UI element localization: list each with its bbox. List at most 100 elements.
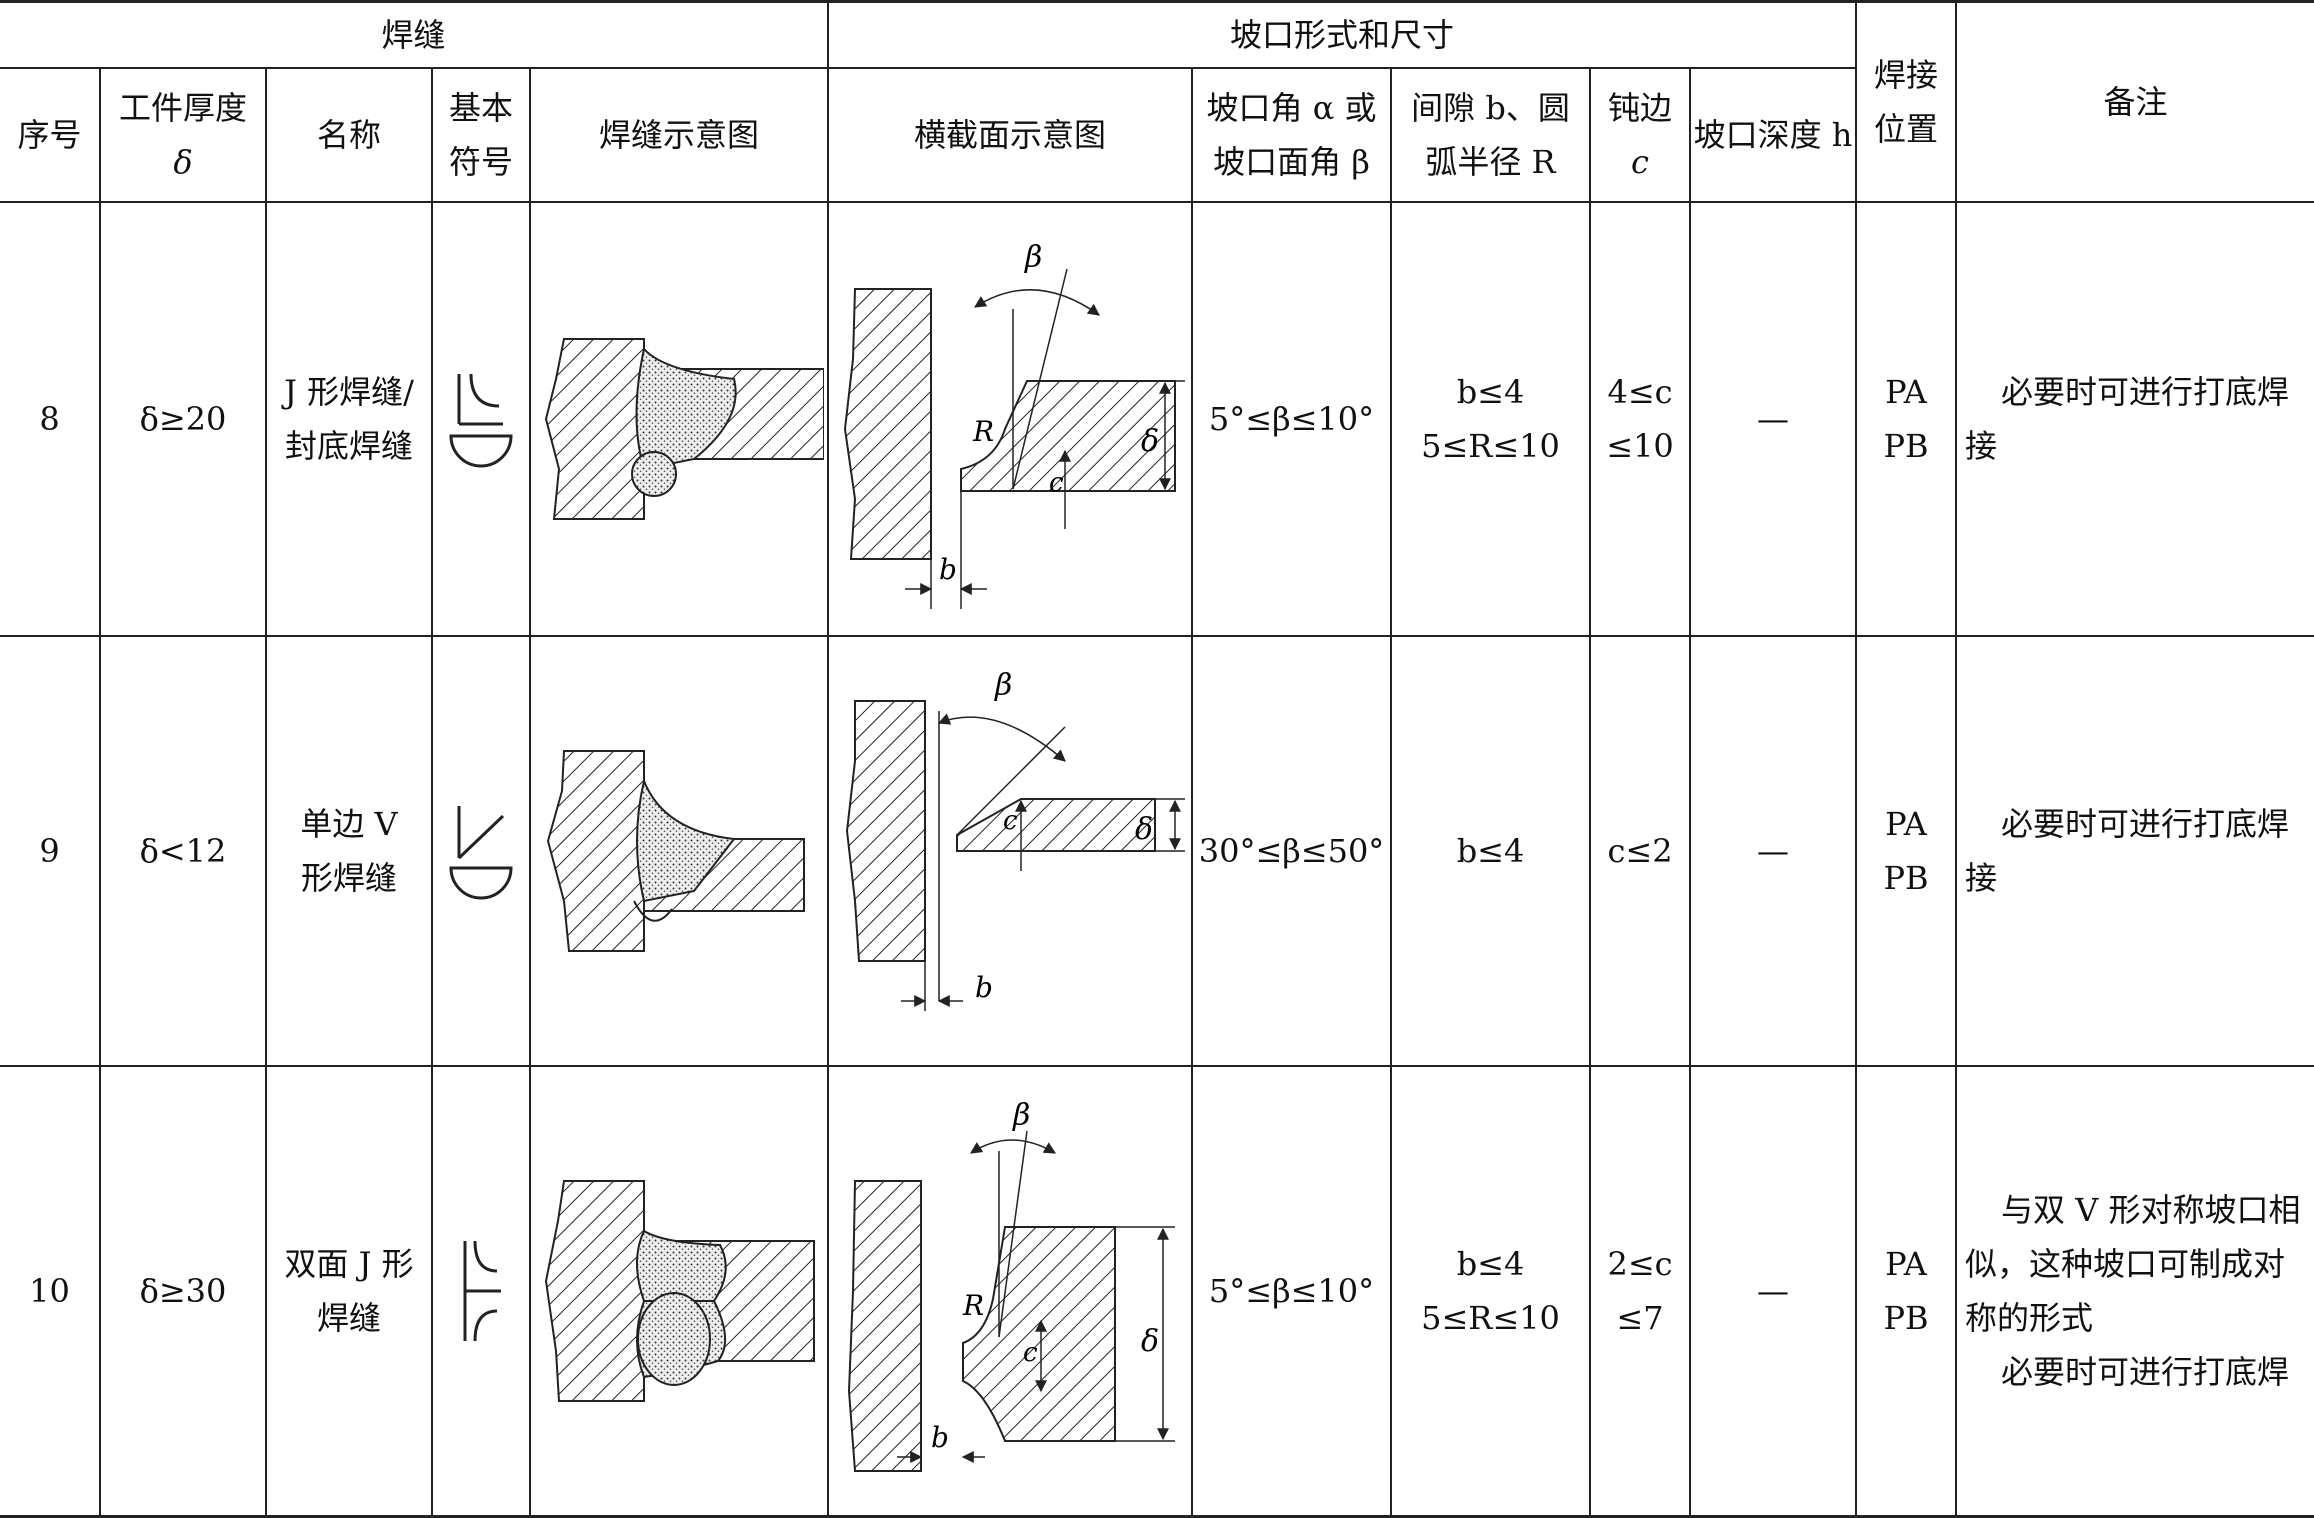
row-name-line2: 焊缝 bbox=[316, 1298, 381, 1337]
header-position-line2: 位置 bbox=[1874, 109, 1939, 148]
row-position: PA PB bbox=[1855, 1064, 1958, 1518]
header-column-row: 序号 工件厚度 δ 名称 基本 符号 焊缝示意图 横截面示意图 坡口角 α 或 … bbox=[0, 66, 2314, 203]
row-remark-line4-text: 必要时可进行打底焊 bbox=[2001, 1352, 2290, 1391]
header-gap: 间隙 b、圆 弧半径 R bbox=[1390, 66, 1592, 203]
row-position-line1: PA bbox=[1885, 1244, 1927, 1283]
row-thickness: δ<12 bbox=[99, 634, 267, 1067]
header-weld-group: 焊缝 bbox=[0, 0, 830, 69]
row-gap-line2: 5≤R≤10 bbox=[1421, 1298, 1560, 1337]
header-symbol-line1: 基本 bbox=[448, 88, 513, 127]
header-symbol: 基本 符号 bbox=[431, 66, 531, 203]
header-angle-line2: 坡口面角 β bbox=[1213, 142, 1370, 181]
label-c: c bbox=[1023, 1338, 1038, 1368]
label-beta: β bbox=[994, 668, 1012, 703]
header-thickness-line1: 工件厚度 bbox=[118, 88, 247, 127]
header-thickness: 工件厚度 δ bbox=[99, 66, 267, 203]
label-r: R bbox=[972, 415, 994, 448]
row-gap: b≤4 bbox=[1390, 634, 1592, 1067]
row-no: 9 bbox=[0, 634, 101, 1067]
header-thickness-line2: δ bbox=[173, 142, 193, 181]
label-delta: δ bbox=[1135, 812, 1153, 847]
header-angle-line1: 坡口角 α 或 bbox=[1206, 88, 1377, 127]
row-remark-line2: 似，这种坡口可制成对 bbox=[1965, 1244, 2286, 1283]
row-angle: 5°≤β≤10° bbox=[1191, 200, 1393, 637]
row-remark-line1-text: 必要时可进行打底焊 bbox=[2001, 804, 2290, 843]
header-root-line1: 钝边 bbox=[1608, 88, 1673, 127]
label-b: b bbox=[975, 971, 993, 1004]
row-remark-line1-text: 必要时可进行打底焊 bbox=[2001, 372, 2290, 411]
row-depth: — bbox=[1689, 200, 1858, 637]
row-remark-line3: 称的形式 bbox=[1965, 1298, 2094, 1337]
header-gap-line2: 弧半径 R bbox=[1425, 142, 1556, 181]
single-bevel-with-backing-weld-symbol-icon bbox=[449, 805, 513, 899]
j-groove-with-backing-weld-symbol-icon bbox=[449, 373, 513, 467]
weld-figure-j-groove bbox=[544, 337, 824, 520]
row-section-figure: β R δ c b bbox=[827, 200, 1194, 637]
row-position-line1: PA bbox=[1885, 804, 1927, 843]
header-position-line1: 焊接 bbox=[1874, 55, 1939, 94]
row-depth: — bbox=[1689, 634, 1858, 1067]
label-c: c bbox=[1003, 806, 1018, 836]
row-name-line1: J 形焊缝/ bbox=[284, 372, 414, 411]
row-depth: — bbox=[1689, 1064, 1858, 1518]
row-symbol bbox=[431, 634, 531, 1067]
label-delta: δ bbox=[1141, 1324, 1159, 1359]
row-no: 8 bbox=[0, 200, 101, 637]
row-thickness: δ≥20 bbox=[99, 200, 267, 637]
row-angle: 5°≤β≤10° bbox=[1191, 1064, 1393, 1518]
row-name-line2: 封底焊缝 bbox=[284, 426, 413, 465]
header-no: 序号 bbox=[0, 66, 101, 203]
double-j-groove-weld-symbol-icon bbox=[463, 1240, 501, 1341]
row-root: 2≤c ≤7 bbox=[1589, 1064, 1692, 1518]
row-root-line2: ≤10 bbox=[1606, 426, 1674, 465]
table-row: 9 δ<12 单边 V 形焊缝 bbox=[0, 634, 2314, 1067]
row-name-line1: 单边 V bbox=[300, 804, 398, 843]
row-gap-line1: b≤4 bbox=[1456, 1244, 1525, 1283]
header-groove-group: 坡口形式和尺寸 bbox=[827, 0, 1858, 69]
header-section-figure: 横截面示意图 bbox=[827, 66, 1194, 203]
row-name: 双面 J 形 焊缝 bbox=[265, 1064, 433, 1518]
row-gap-line2: 5≤R≤10 bbox=[1421, 426, 1560, 465]
weld-figure-single-bevel bbox=[546, 749, 805, 952]
row-symbol bbox=[431, 200, 531, 637]
row-remark-line1: 必要时可进行打底焊 bbox=[1965, 797, 2306, 851]
row-remark-line2: 接 bbox=[1965, 858, 1998, 897]
row-weld-figure bbox=[528, 200, 830, 637]
header-depth: 坡口深度 h bbox=[1689, 66, 1857, 203]
section-figure-double-j: β R δ c b bbox=[848, 1098, 1176, 1472]
row-remark: 与双 V 形对称坡口相 似，这种坡口可制成对 称的形式 必要时可进行打底焊 bbox=[1955, 1064, 2314, 1518]
label-r: R bbox=[962, 1289, 984, 1322]
table-row: 8 δ≥20 J 形焊缝/ 封底焊缝 bbox=[0, 200, 2314, 637]
row-remark-line1: 必要时可进行打底焊 bbox=[1965, 365, 2306, 419]
row-section-figure: β δ c b bbox=[827, 634, 1194, 1067]
weld-figure-double-j bbox=[544, 1179, 815, 1402]
label-beta: β bbox=[1024, 240, 1042, 275]
label-c: c bbox=[1049, 468, 1064, 498]
row-position-line2: PB bbox=[1883, 426, 1929, 465]
label-b: b bbox=[939, 553, 957, 586]
header-group-row: 焊缝 坡口形式和尺寸 焊接 位置 备注 bbox=[0, 0, 2314, 203]
header-name: 名称 bbox=[265, 66, 433, 203]
table-row: 10 δ≥30 双面 J 形 焊缝 bbox=[0, 1064, 2314, 1518]
label-beta: β bbox=[1012, 1098, 1030, 1133]
row-section-figure: β R δ c b bbox=[827, 1064, 1194, 1518]
section-figure-single-bevel: β δ c b bbox=[846, 668, 1186, 1011]
row-name-line1: 双面 J 形 bbox=[284, 1244, 414, 1283]
header-symbol-line2: 符号 bbox=[448, 142, 513, 181]
row-name: 单边 V 形焊缝 bbox=[265, 634, 433, 1067]
row-remark: 必要时可进行打底焊 接 bbox=[1955, 200, 2314, 637]
row-weld-figure bbox=[528, 1064, 830, 1518]
header-weld-figure: 焊缝示意图 bbox=[528, 66, 830, 203]
row-weld-figure bbox=[528, 634, 830, 1067]
row-root: 4≤c ≤10 bbox=[1589, 200, 1692, 637]
row-name: J 形焊缝/ 封底焊缝 bbox=[265, 200, 433, 637]
label-b: b bbox=[931, 1421, 949, 1454]
header-position: 焊接 位置 bbox=[1855, 0, 1958, 203]
row-position: PA PB bbox=[1855, 634, 1958, 1067]
header-gap-line1: 间隙 b、圆 bbox=[1411, 88, 1570, 127]
row-root: c≤2 bbox=[1589, 634, 1692, 1067]
row-position: PA PB bbox=[1855, 200, 1958, 637]
row-name-line2: 形焊缝 bbox=[300, 858, 397, 897]
header-root: 钝边 c bbox=[1589, 66, 1692, 203]
